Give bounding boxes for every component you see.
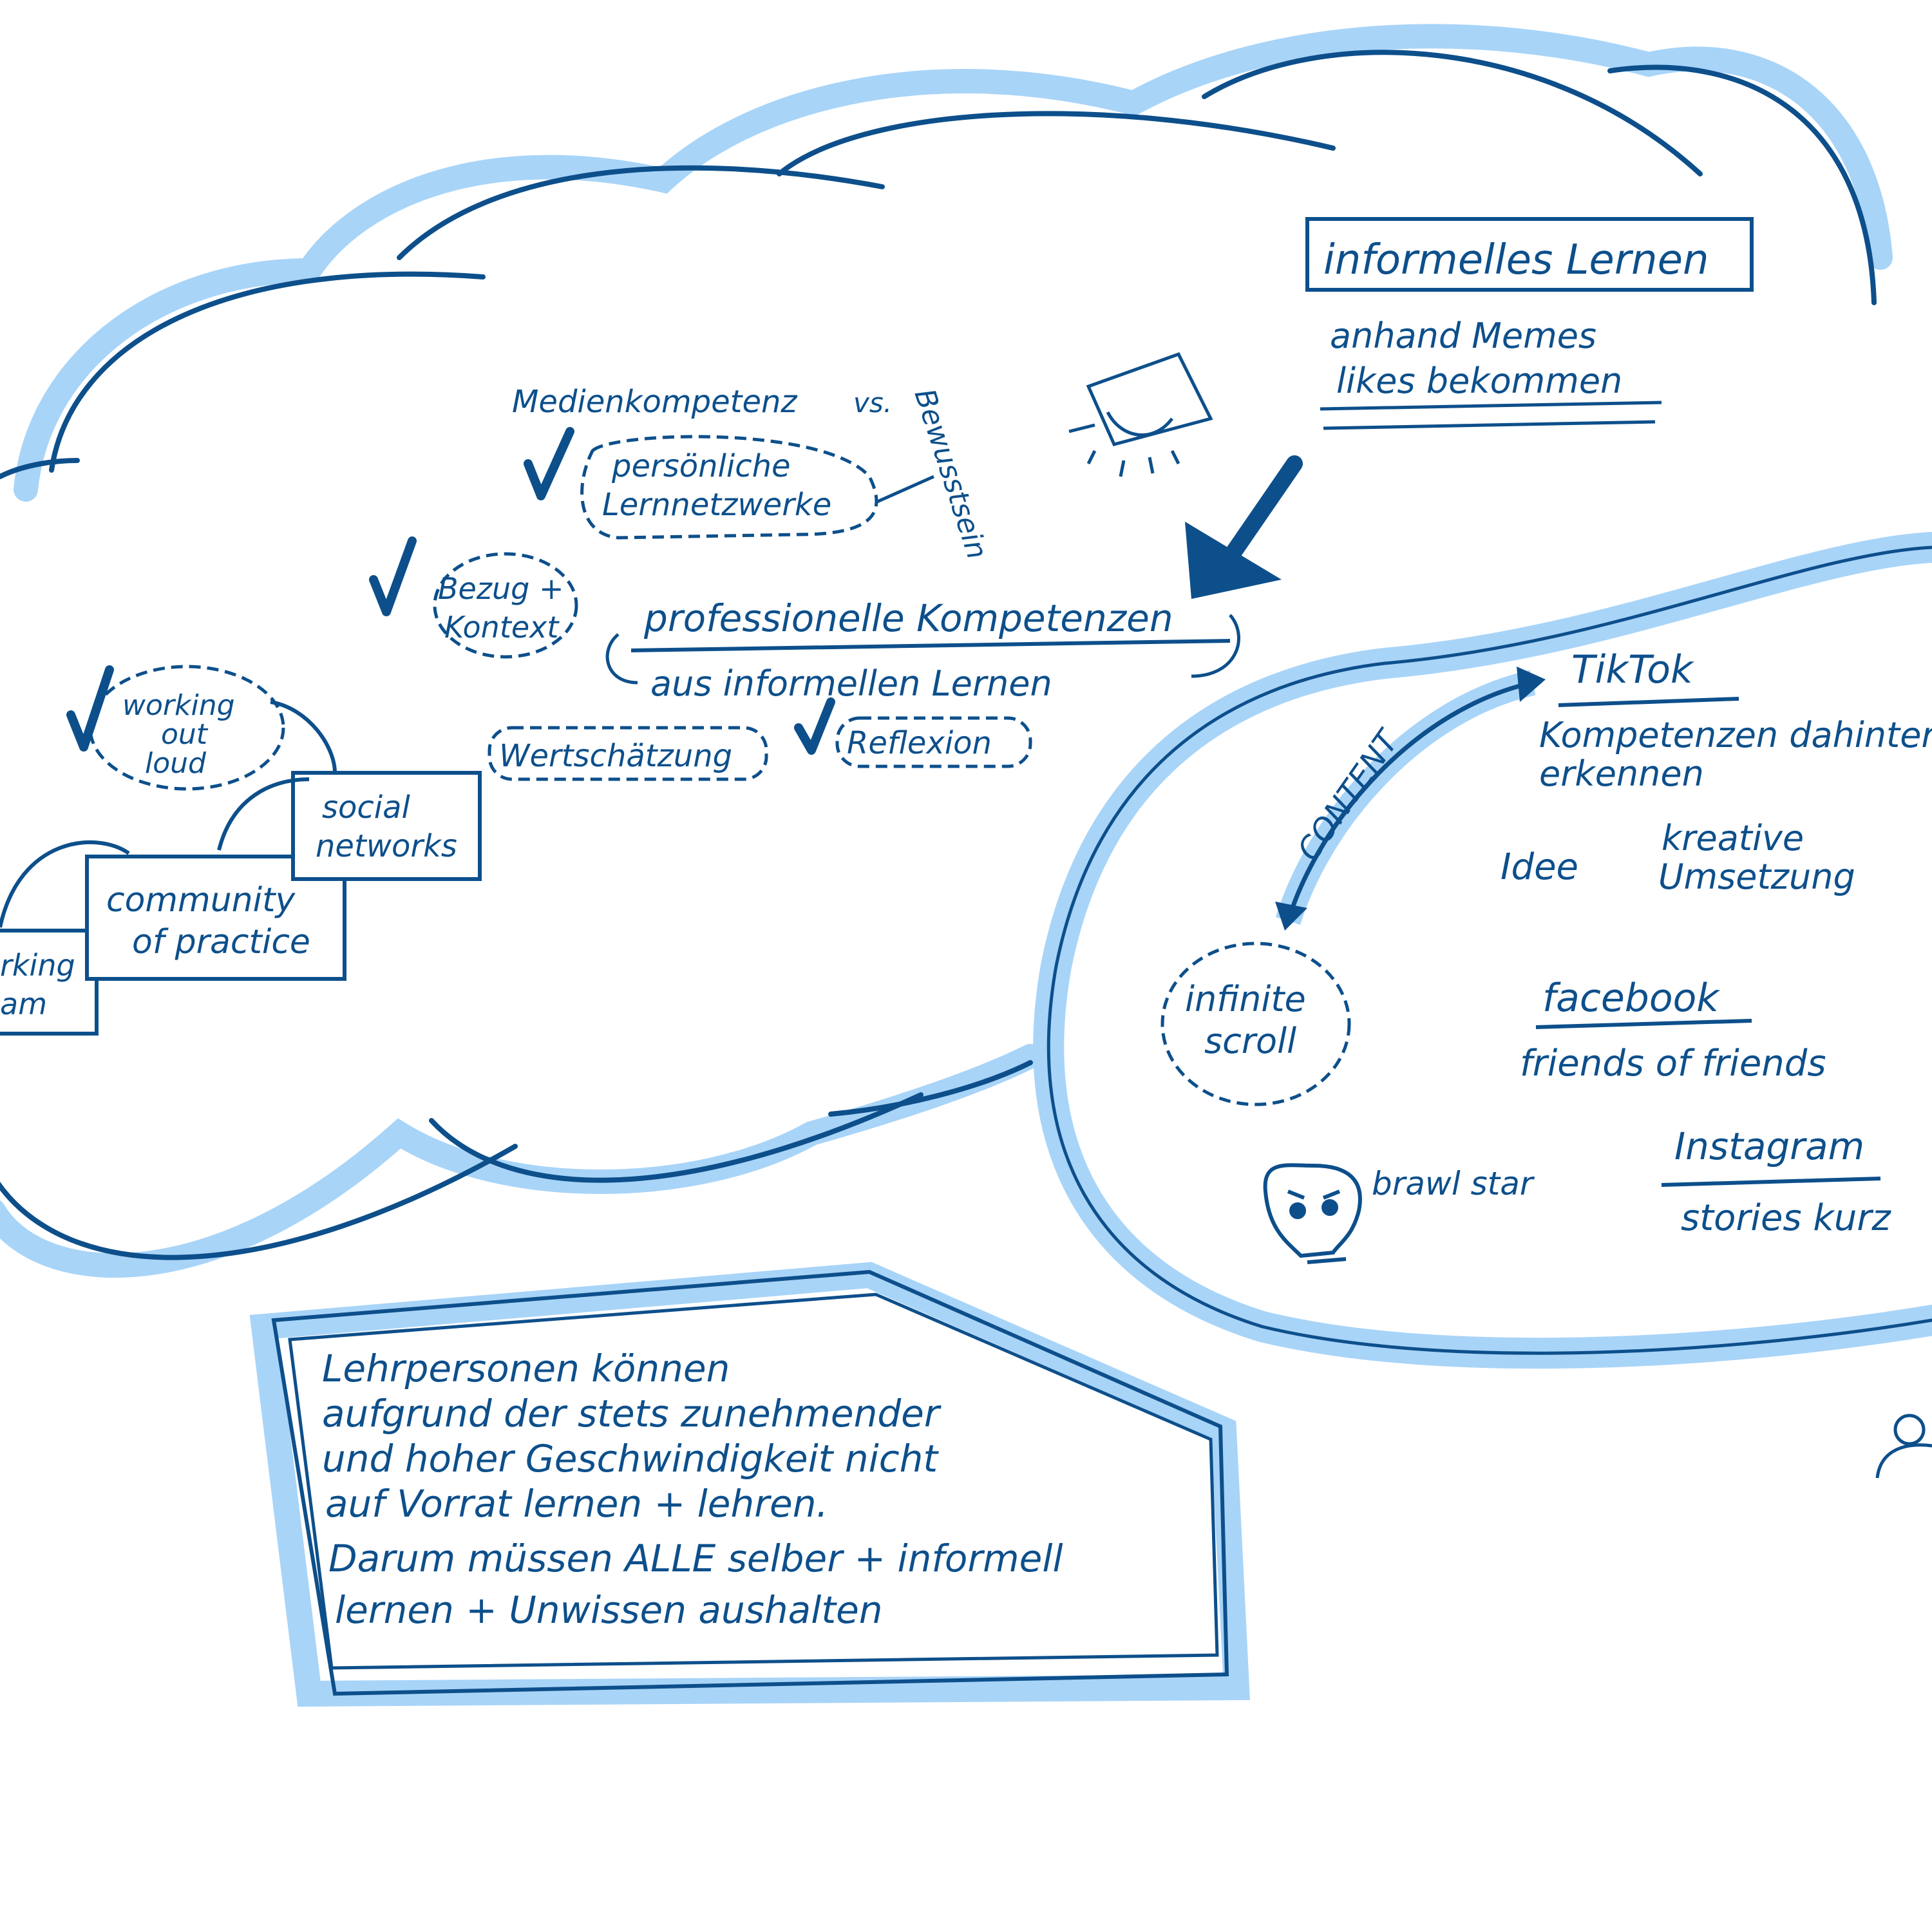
community-1: community [106,881,296,920]
infinite-scroll-1: infinite [1185,979,1306,1019]
working-out-loud-3: loud [145,747,207,780]
connector-line [875,475,935,504]
media-competence: Medienkompetenz [512,384,798,420]
recognize: erkennen [1539,753,1704,794]
memes-text: anhand Memes [1330,316,1596,356]
check-icon-2 [369,536,417,616]
idea-label: Idee [1501,846,1578,888]
social-networks-2: networks [316,828,457,864]
facebook-underline [1535,1019,1752,1029]
big-arrow [1185,455,1303,599]
appreciation-label: Wertschätzung [499,738,732,774]
instagram-underline [1661,1177,1881,1187]
competencies-behind: Kompetenzen dahinter [1539,715,1932,755]
facebook-label: facebook [1542,976,1720,1021]
check-icons [66,427,835,755]
note-line-5: Darum müssen ALLE selber + informell [328,1537,1063,1580]
tiktok-label: TikTok [1571,647,1694,692]
professional-underline [630,639,1231,652]
instagram-label: Instagram [1674,1124,1864,1168]
check-icon-4 [794,697,835,755]
context-2: Kontext [444,610,560,645]
loop-arrows [605,614,1240,685]
personal-networks-1: persönliche [611,448,791,484]
context-1: Bezug + [438,571,564,606]
note-line-6: lernen + Unwissen aushalten [335,1588,883,1632]
note-line-3: und hoher Geschwindigkeit nicht [322,1437,939,1481]
tiktok-underline [1558,697,1739,707]
brawl-star-label: brawl star [1372,1165,1535,1202]
personal-networks-2: Lernnetzwerke [602,487,831,523]
bottom-note-box [249,1262,1251,1707]
box-arrows [0,700,337,928]
working-out-loud-2: out [161,718,209,751]
working-out-loud-1: working [122,689,235,722]
likes-text: likes bekommen [1336,361,1622,401]
social-networks-1: social [322,790,411,826]
right-blob [1033,532,1932,1369]
awareness-label: Bewusstsein [908,385,994,564]
stacked-boxes [0,771,482,1036]
check-icon-3 [66,665,114,752]
dashed-bubbles [88,435,1351,1106]
stories-short: stories kurz [1681,1197,1891,1239]
reflection-label: Reflexion [847,725,992,761]
creative-2: Umsetzung [1658,857,1855,897]
professional-competencies: professionelle Kompetenzen [643,596,1173,640]
from-informal-learning: aus informellen Lernen [650,663,1052,704]
team-partial-1: rking [0,948,75,983]
content-label: CONTENT [1291,723,1407,867]
infinite-scroll-2: scroll [1204,1021,1296,1061]
note-line-1: Lehrpersonen können [322,1347,730,1390]
friends-of-friends: friends of friends [1520,1043,1826,1084]
informal-learning-title: informelles Lernen [1323,236,1709,284]
note-line-2: aufgrund der stets zunehmender [322,1392,942,1435]
graduation-cap-icon [1068,352,1213,477]
informal-learning-box: informelles Lernen anhand Memes likes be… [1305,217,1754,430]
versus-label: vs. [853,387,892,419]
person-icon [1875,1414,1932,1479]
team-partial-2: am [0,987,47,1021]
left-cloud-outline [0,50,1877,1260]
community-2: of practice [132,923,310,961]
brawl-star-skull-icon [1263,1163,1362,1264]
note-line-4: auf Vorrat lernen + lehren. [325,1482,828,1526]
content-arrow [1275,667,1546,931]
creative-1: kreative [1662,818,1804,858]
check-icon-1 [524,427,574,500]
